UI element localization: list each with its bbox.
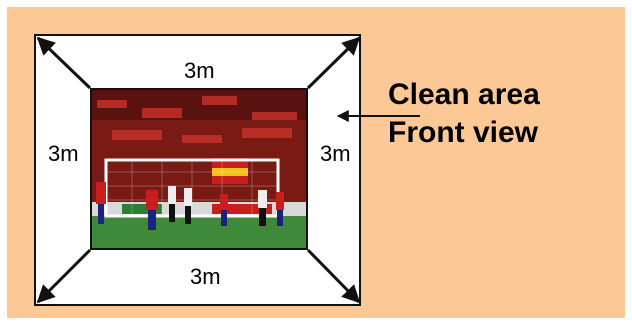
caption-line-2: Front view xyxy=(388,116,539,149)
corner-arrow-bottom-right xyxy=(306,248,361,304)
dimension-top: 3m xyxy=(184,58,215,83)
corner-arrow-bottom-left xyxy=(36,248,92,304)
dimension-left: 3m xyxy=(48,141,79,166)
dimension-bottom: 3m xyxy=(190,264,221,289)
stadium-photo xyxy=(90,88,308,250)
corner-arrow-top-right xyxy=(306,36,361,90)
dimension-right: 3m xyxy=(320,141,351,166)
caption-line-1: Clean area xyxy=(388,78,540,111)
corner-arrow-top-left xyxy=(36,36,92,90)
